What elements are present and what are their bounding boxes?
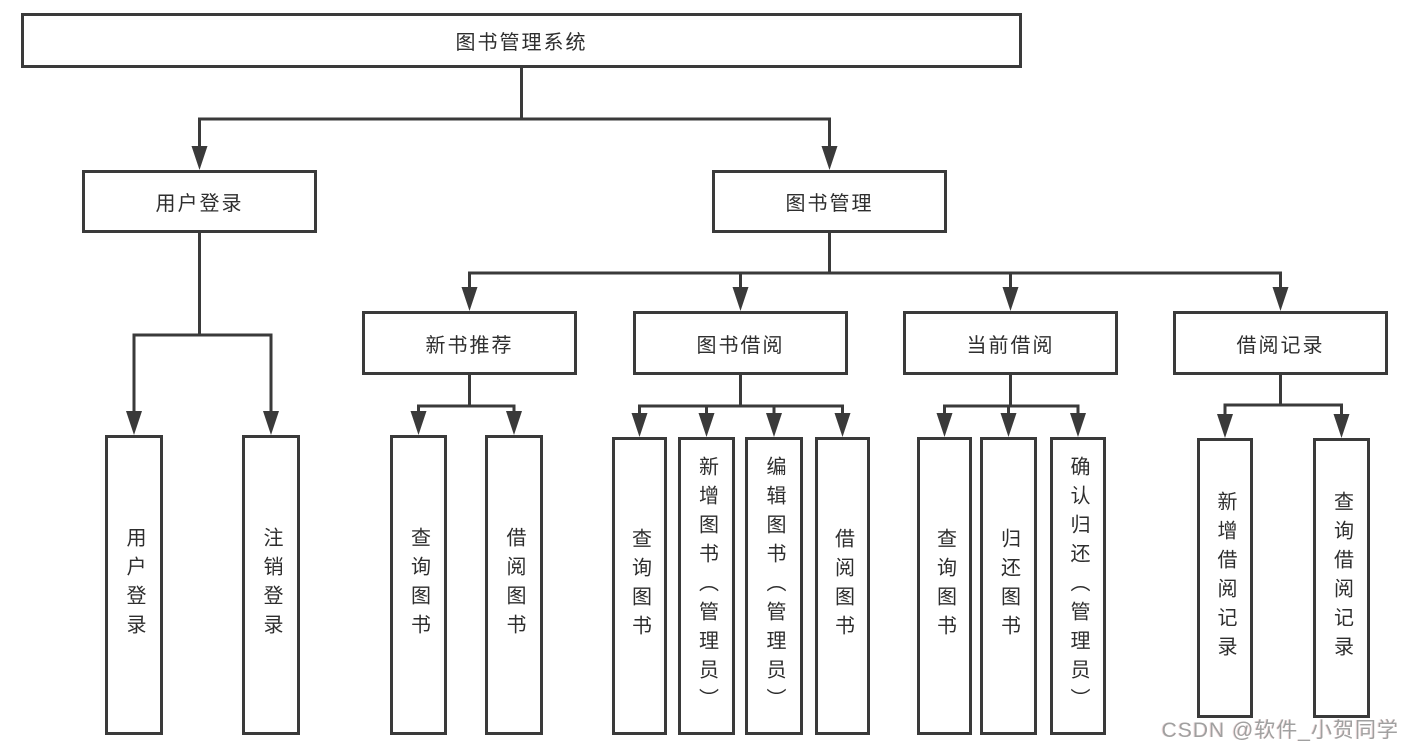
node-label: 用户登录 — [155, 193, 244, 215]
node-library-system: 图书管理系统 — [21, 13, 1022, 68]
leaf-borrow-books: 借阅图书 — [815, 437, 870, 735]
leaf-logout: 注销登录 — [242, 435, 300, 735]
node-label: 当前借阅 — [966, 334, 1055, 357]
node-new-book-recommend: 新书推荐 — [362, 311, 577, 375]
leaf-add-books-admin: 新增图书（管理员） — [678, 437, 735, 735]
node-borrow-records: 借阅记录 — [1173, 311, 1388, 375]
leaf-edit-books-admin: 编辑图书（管理员） — [745, 437, 803, 735]
leaf-label: 借阅图书 — [831, 528, 854, 644]
leaf-borrow-books: 借阅图书 — [485, 435, 543, 735]
leaf-label: 新增借阅记录 — [1214, 491, 1236, 665]
leaf-label: 查询图书 — [933, 528, 956, 644]
leaf-user-login: 用户登录 — [105, 435, 163, 735]
node-label: 借阅记录 — [1236, 334, 1325, 357]
node-label: 图书管理系统 — [455, 32, 588, 54]
leaf-label: 借阅图书 — [503, 527, 525, 643]
node-label: 图书借阅 — [696, 334, 785, 357]
node-label: 图书管理 — [785, 193, 874, 215]
leaf-label: 查询图书 — [628, 528, 651, 644]
leaf-query-books: 查询图书 — [917, 437, 972, 735]
leaf-label: 新增图书（管理员） — [695, 455, 718, 717]
node-label: 新书推荐 — [425, 334, 514, 357]
leaf-label: 查询图书 — [407, 527, 430, 643]
leaf-return-books: 归还图书 — [980, 437, 1037, 735]
leaf-label: 确认归还（管理员） — [1067, 455, 1089, 717]
leaf-label: 用户登录 — [123, 527, 145, 643]
node-book-management: 图书管理 — [712, 170, 947, 233]
node-current-borrowing: 当前借阅 — [903, 311, 1118, 375]
node-user-login-group: 用户登录 — [82, 170, 317, 233]
node-book-borrowing: 图书借阅 — [633, 311, 848, 375]
leaf-label: 查询借阅记录 — [1330, 491, 1353, 665]
leaf-label: 注销登录 — [260, 527, 282, 643]
leaf-query-books: 查询图书 — [612, 437, 667, 735]
leaf-confirm-return-admin: 确认归还（管理员） — [1050, 437, 1106, 735]
leaf-label: 归还图书 — [997, 528, 1020, 644]
leaf-query-books: 查询图书 — [390, 435, 447, 735]
leaf-label: 编辑图书（管理员） — [763, 455, 785, 717]
leaf-add-borrow-record: 新增借阅记录 — [1197, 438, 1253, 718]
leaf-query-borrow-record: 查询借阅记录 — [1313, 438, 1370, 718]
